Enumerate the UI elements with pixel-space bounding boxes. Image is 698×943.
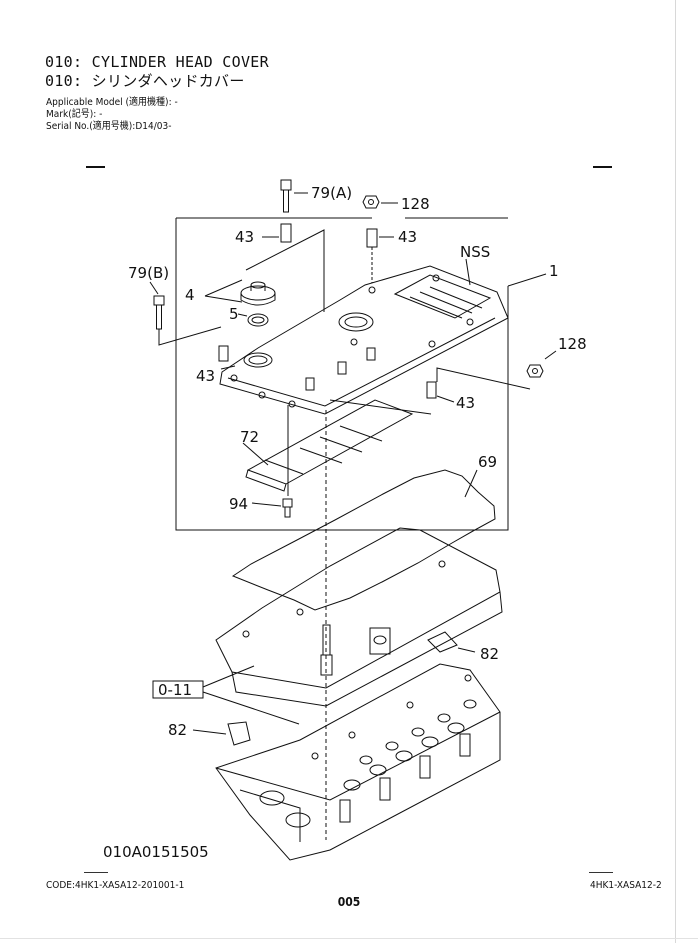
applicable-model: Applicable Model (適用機種): - [46,97,178,108]
callout-128-right: 128 [558,335,587,353]
seal-ring-5 [237,313,269,327]
page-number: 005 [337,895,361,909]
callout-82-right: 82 [480,645,499,663]
callout-43-right: 43 [456,394,475,412]
bolt-79b [149,281,222,346]
stud-43-left [218,345,236,370]
footer-mark-right [589,872,613,873]
gasket-69 [231,469,496,611]
oil-filler-cap-4 [204,279,276,306]
callout-79a: 79(A) [311,184,352,202]
callout-94: 94 [229,495,248,513]
callout-72: 72 [240,428,259,446]
callout-5: 5 [229,305,239,323]
callout-79b: 79(B) [128,264,169,282]
crop-mark-left [86,166,105,168]
callout-43-top-left: 43 [235,228,254,246]
callout-1: 1 [549,262,559,280]
callout-43-left: 43 [196,367,215,385]
callout-82-left: 82 [168,721,187,739]
crop-mark-right [593,166,612,168]
callout-128-top: 128 [401,195,430,213]
footer-mark-left [84,872,108,873]
serial-number: Serial No.(適用号機):D14/03- [46,121,172,132]
callout-43-top-right: 43 [398,228,417,246]
title-japanese: 010: シリンダヘッドカバー [45,72,245,90]
stud-43-top-left [262,223,292,243]
cylinder-head-cover-1 [219,265,509,415]
callout-0-11: 0-11 [158,681,192,699]
nut-128-top [362,195,398,209]
assembly-frame [175,218,509,531]
cam-carrier [215,527,503,707]
mark-field: Mark(記号): - [46,109,103,120]
callout-4: 4 [185,286,195,304]
stud-43-top-right [366,228,394,283]
drawing-code: 010A0151505 [103,843,209,861]
cap-82-right [427,631,476,653]
bolt-79a [280,179,308,213]
stud-43-right [329,367,531,415]
callout-69: 69 [478,453,497,471]
ref-box-0-11 [152,665,300,725]
cylinder-head [215,663,501,861]
cap-82-left [192,721,251,746]
baffle-plate-72 [242,399,414,496]
footer-model-ref: 4HK1-XASA12-2 [590,880,662,891]
footer-code: CODE:4HK1-XASA12-201001-1 [46,880,185,891]
title-english: 010: CYLINDER HEAD COVER [45,53,269,71]
bolt-94 [251,498,293,518]
nut-128-right [526,350,557,378]
page-edge-bottom [0,938,698,939]
callout-nss: NSS [460,243,490,261]
page-edge-right [675,0,676,943]
